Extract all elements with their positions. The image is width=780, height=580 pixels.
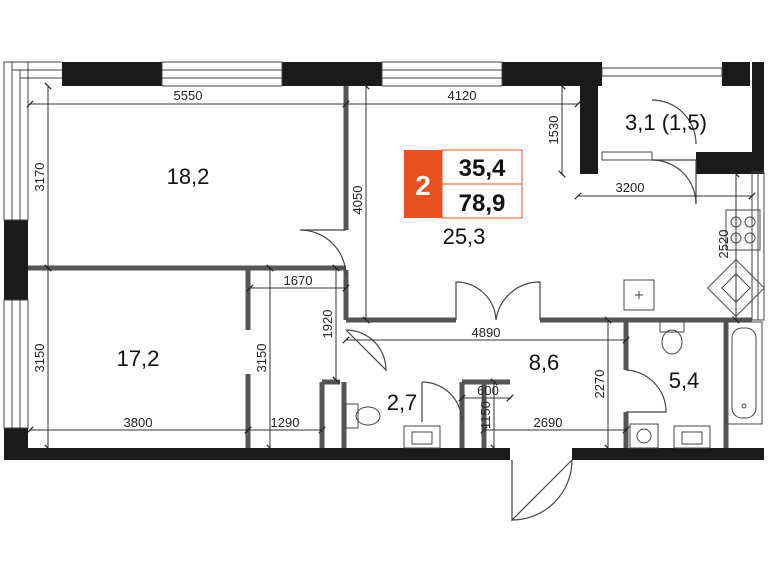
dim-bedroom2-width: 3800 bbox=[124, 415, 153, 430]
room-area-bedroom-2: 17,2 bbox=[117, 346, 160, 371]
rooms-count: 2 bbox=[415, 170, 431, 201]
window-icon bbox=[3, 61, 765, 429]
dim-hall-width: 4890 bbox=[472, 325, 501, 340]
dim-kitchen-height: 4050 bbox=[350, 186, 365, 215]
room-areas: 18,2 25,3 3,1 (1,5) 17,2 8,6 2,7 5,4 bbox=[117, 110, 707, 415]
dim-corridor-height: 1920 bbox=[320, 310, 335, 339]
dim-left-top-height: 3170 bbox=[32, 163, 47, 192]
dim-mid-bottom-height: 3150 bbox=[254, 344, 269, 373]
washing-machine-icon bbox=[629, 423, 659, 449]
dim-left-bottom-height: 3150 bbox=[32, 344, 47, 373]
room-area-bathroom: 5,4 bbox=[669, 368, 700, 393]
dim-top-left-width: 5550 bbox=[174, 88, 203, 103]
dim-corridor-width: 1670 bbox=[284, 273, 313, 288]
dim-hall-height: 2270 bbox=[592, 370, 607, 399]
toilet-icon bbox=[345, 321, 685, 429]
room-area-bedroom-1: 18,2 bbox=[167, 164, 210, 189]
ventilation-icon bbox=[623, 279, 655, 311]
dim-closet-height: 1150 bbox=[478, 401, 493, 429]
room-area-kitchen-living: 25,3 bbox=[443, 224, 486, 249]
outer-walls bbox=[4, 62, 764, 460]
dim-hall-bottom-width: 2690 bbox=[534, 415, 563, 430]
room-area-wc: 2,7 bbox=[387, 390, 418, 415]
dimension-labels: 5550 4120 3170 4050 1530 3200 2520 1670 … bbox=[32, 88, 731, 430]
room-area-hallway: 8,6 bbox=[529, 350, 560, 375]
dim-closet-width: 600 bbox=[477, 383, 499, 398]
apartment-badge: 2 35,4 78,9 bbox=[404, 149, 523, 219]
total-area-value: 78,9 bbox=[459, 190, 506, 217]
stove-icon bbox=[725, 209, 761, 251]
sink-icon bbox=[707, 259, 765, 317]
sink-icon bbox=[403, 425, 711, 449]
room-area-balcony: 3,1 (1,5) bbox=[625, 110, 707, 135]
dim-niche-depth: 1530 bbox=[546, 116, 561, 145]
dim-kitchen-right-width: 3200 bbox=[616, 180, 645, 195]
door-icon bbox=[299, 99, 697, 522]
living-area-value: 35,4 bbox=[459, 155, 506, 182]
dim-top-mid-width: 4120 bbox=[448, 88, 477, 103]
rooms-count-box bbox=[404, 150, 442, 218]
dim-kitchen-right-height: 2520 bbox=[716, 230, 731, 259]
dimension-lines bbox=[26, 82, 756, 452]
dim-wc-width: 1290 bbox=[271, 415, 300, 430]
bathtub-icon bbox=[725, 321, 763, 425]
